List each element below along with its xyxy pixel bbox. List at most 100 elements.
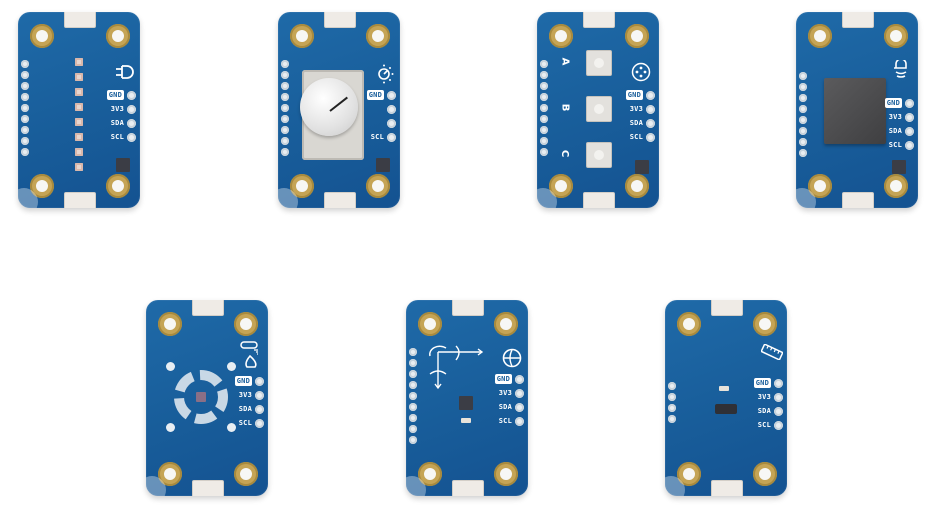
pin-label: 3V3	[629, 105, 643, 113]
pin-hidden	[384, 118, 396, 128]
rgb-led	[75, 103, 83, 111]
pin-label: GND	[494, 374, 512, 384]
pin-gnd: GND	[234, 376, 264, 386]
pin-label: SCL	[370, 133, 384, 141]
microcontroller-chip	[116, 158, 130, 172]
rgb-led	[75, 88, 83, 96]
qwiic-connector-top	[192, 300, 224, 316]
qwiic-connector-top	[324, 12, 356, 28]
pin-scl: SCL	[758, 420, 783, 430]
tof-sensor-chip	[715, 404, 737, 414]
pin-scl: SCL	[889, 140, 914, 150]
knob-dial-icon	[378, 64, 394, 84]
pin-label: SDA	[629, 119, 643, 127]
pin-label: GND	[106, 90, 124, 100]
pin-labels: GND 3V3 SDA SCL	[884, 98, 914, 150]
push-button-b[interactable]	[586, 96, 612, 122]
mount-hole	[884, 174, 908, 198]
push-button-c[interactable]	[586, 142, 612, 168]
pin-label: SDA	[498, 403, 512, 411]
distance-board: GND 3V3 SDA SCL	[665, 300, 787, 496]
pin-sda: SDA	[499, 402, 524, 412]
mount-hole	[494, 312, 518, 336]
ruler-icon	[761, 344, 783, 360]
pin-label: GND	[625, 90, 643, 100]
axis-diagram-icon	[429, 345, 484, 390]
button-dots-icon	[631, 62, 651, 82]
temperature-sensor-chip	[196, 392, 206, 402]
pin-scl: SCL	[630, 132, 655, 142]
pin-3v3: 3V3	[889, 112, 914, 122]
mount-hole	[366, 24, 390, 48]
pin-gnd: GND	[494, 374, 524, 384]
pin-label: GND	[884, 98, 902, 108]
pin-label: GND	[234, 376, 252, 386]
mount-hole	[808, 174, 832, 198]
pin-label: SCL	[757, 421, 771, 429]
mount-hole	[753, 462, 777, 486]
qwiic-connector-bottom	[324, 192, 356, 208]
side-header-pads	[799, 72, 807, 157]
push-button-a[interactable]	[586, 50, 612, 76]
mount-hole	[30, 24, 54, 48]
pin-labels: GND 3V3 SDA SCL	[625, 90, 655, 142]
pin-label: SCL	[110, 133, 124, 141]
pin-3v3: 3V3	[239, 390, 264, 400]
pin-labels: GND 3V3 SDA SCL	[234, 376, 264, 428]
buttons-board: A B C GND 3V3 SDA SCL	[537, 12, 659, 208]
pin-label: GND	[753, 378, 771, 388]
button-label-a: A	[559, 57, 571, 66]
mount-hole	[30, 174, 54, 198]
mount-hole	[418, 462, 442, 486]
capacitor	[719, 386, 729, 391]
pin-3v3: 3V3	[630, 104, 655, 114]
qwiic-connector-top	[452, 300, 484, 316]
mount-hole	[884, 24, 908, 48]
side-header-pads	[540, 60, 548, 156]
mount-hole	[234, 312, 258, 336]
pin-gnd: GND	[366, 90, 396, 100]
knob-indicator-line	[329, 96, 348, 112]
mount-hole	[106, 24, 130, 48]
gyro-globe-icon	[502, 348, 522, 368]
rgb-led	[75, 118, 83, 126]
side-header-pads	[21, 60, 29, 156]
pin-label: 3V3	[757, 393, 771, 401]
pin-sda: SDA	[889, 126, 914, 136]
pin-sda: SDA	[111, 118, 136, 128]
qwiic-connector-top	[583, 12, 615, 28]
pin-3v3: 3V3	[111, 104, 136, 114]
qwiic-connector-bottom	[711, 480, 743, 496]
pin-label: SDA	[238, 405, 252, 413]
mount-hole	[753, 312, 777, 336]
pin-label: 3V3	[238, 391, 252, 399]
pin-gnd: GND	[625, 90, 655, 100]
capacitor	[461, 418, 471, 423]
pin-labels: GND 3V3 SDA SCL	[753, 378, 783, 430]
mount-hole	[234, 462, 258, 486]
pin-labels: GND 3V3 SDA SCL	[494, 374, 524, 426]
pin-scl: SCL	[499, 416, 524, 426]
pin-gnd: GND	[753, 378, 783, 388]
microcontroller-chip	[376, 158, 390, 172]
mount-hole	[366, 174, 390, 198]
imu-chip	[459, 396, 473, 410]
pin-sda: SDA	[239, 404, 264, 414]
mount-hole	[158, 312, 182, 336]
side-header-pads	[668, 382, 676, 423]
mount-hole	[549, 174, 573, 198]
button-label-b: B	[559, 103, 571, 112]
pin-gnd: GND	[106, 90, 136, 100]
pin-labels: GND SCL	[366, 90, 396, 142]
pin-label: SCL	[498, 417, 512, 425]
mount-hole	[549, 24, 573, 48]
thermo-board: GND 3V3 SDA SCL	[146, 300, 268, 496]
microcontroller-chip	[635, 160, 649, 174]
pin-sda: SDA	[758, 406, 783, 416]
rgb-led	[75, 148, 83, 156]
pin-labels: GND 3V3 SDA SCL	[106, 90, 136, 142]
pixels-board: GND 3V3 SDA SCL	[18, 12, 140, 208]
mount-hole	[418, 312, 442, 336]
mount-hole	[808, 24, 832, 48]
mount-hole	[625, 24, 649, 48]
